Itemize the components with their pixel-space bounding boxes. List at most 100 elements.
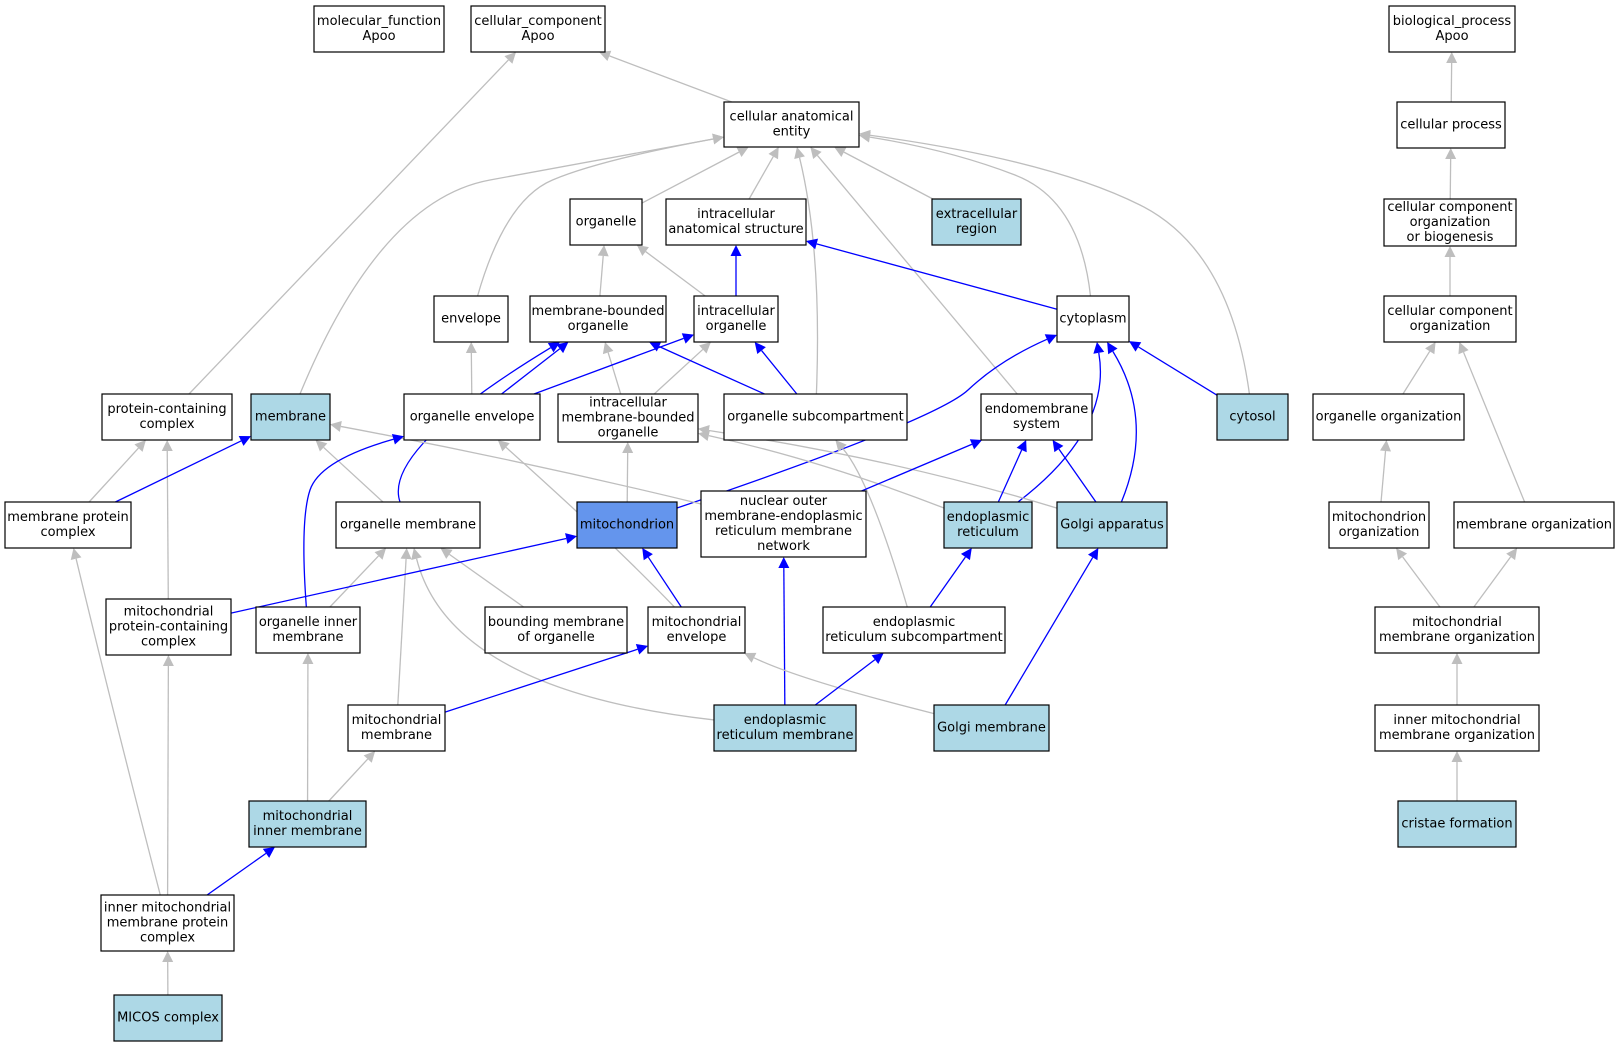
term-node-golgi[interactable]: Golgi apparatus <box>1056 501 1168 549</box>
term-node-cytoplasm[interactable]: cytoplasm <box>1056 295 1130 343</box>
term-box[interactable] <box>1388 5 1516 53</box>
term-node-mito[interactable]: mitochondrion <box>576 501 678 549</box>
arrowhead <box>712 133 724 145</box>
term-node-oo[interactable]: organelle organization <box>1312 393 1465 441</box>
term-box[interactable] <box>4 501 132 549</box>
term-box[interactable] <box>943 501 1033 549</box>
term-node-micos[interactable]: MICOS complex <box>113 994 223 1042</box>
term-node-om[interactable]: organelle membrane <box>335 501 481 549</box>
term-box[interactable] <box>1383 198 1517 247</box>
term-box[interactable] <box>335 501 481 549</box>
term-box[interactable] <box>723 393 908 441</box>
term-node-cp[interactable]: cellular process <box>1396 101 1506 149</box>
term-node-cf[interactable]: cristae formation <box>1397 800 1517 848</box>
term-box[interactable] <box>313 5 445 53</box>
term-box[interactable] <box>713 704 857 752</box>
term-box[interactable] <box>931 198 1022 246</box>
term-node-memo[interactable]: membrane organization <box>1453 501 1615 549</box>
term-node-oenv[interactable]: organelle envelope <box>403 393 541 441</box>
term-box[interactable] <box>1396 101 1506 149</box>
term-box[interactable] <box>1328 501 1430 549</box>
term-box[interactable] <box>933 704 1050 752</box>
term-node-nomer[interactable]: nuclear outermembrane-endoplasmicreticul… <box>700 490 867 558</box>
term-node-gm[interactable]: Golgi membrane <box>933 704 1050 752</box>
term-box[interactable] <box>1374 606 1540 654</box>
term-label-line: complex <box>140 931 195 946</box>
edge-line <box>166 450 169 600</box>
term-label-line: intracellular <box>697 304 775 319</box>
term-box[interactable] <box>470 5 606 53</box>
edge-line <box>658 345 765 395</box>
term-box[interactable] <box>1056 501 1168 549</box>
term-node-organelle[interactable]: organelle <box>569 198 643 246</box>
term-node-osub[interactable]: organelle subcompartment <box>723 393 908 441</box>
term-box[interactable] <box>105 598 232 656</box>
arrowhead <box>134 440 146 452</box>
term-box[interactable] <box>1312 393 1465 441</box>
term-box[interactable] <box>1383 295 1517 343</box>
term-box[interactable] <box>980 393 1093 441</box>
term-box[interactable] <box>693 295 779 343</box>
term-box[interactable] <box>484 606 628 654</box>
edge-line <box>415 558 715 721</box>
term-box[interactable] <box>647 606 746 654</box>
arrowhead <box>161 440 173 452</box>
term-label-line: cellular process <box>1400 118 1502 133</box>
arrowhead <box>504 52 517 64</box>
term-box[interactable] <box>250 393 331 441</box>
term-box[interactable] <box>557 393 699 443</box>
term-box[interactable] <box>1397 800 1517 848</box>
term-node-envelope[interactable]: envelope <box>433 295 509 343</box>
term-box[interactable] <box>403 393 541 441</box>
term-box[interactable] <box>723 101 860 148</box>
term-box[interactable] <box>1374 704 1540 752</box>
term-box[interactable] <box>1453 501 1615 549</box>
term-box[interactable] <box>255 606 361 654</box>
term-box[interactable] <box>101 393 233 441</box>
term-box[interactable] <box>1056 295 1130 343</box>
term-node-cytosol[interactable]: cytosol <box>1216 393 1289 441</box>
term-box[interactable] <box>569 198 643 246</box>
term-box[interactable] <box>248 800 367 848</box>
term-box[interactable] <box>700 490 867 558</box>
term-box[interactable] <box>822 606 1006 654</box>
term-box[interactable] <box>433 295 509 343</box>
arrowhead <box>636 245 649 256</box>
term-box[interactable] <box>529 295 667 343</box>
term-box[interactable] <box>576 501 678 549</box>
term-box[interactable] <box>665 198 807 246</box>
arrowhead <box>1458 342 1469 355</box>
term-node-membrane[interactable]: membrane <box>250 393 331 441</box>
term-box[interactable] <box>1216 393 1289 441</box>
term-box[interactable] <box>347 704 446 752</box>
term-box[interactable] <box>113 994 223 1042</box>
term-box[interactable] <box>100 894 235 952</box>
